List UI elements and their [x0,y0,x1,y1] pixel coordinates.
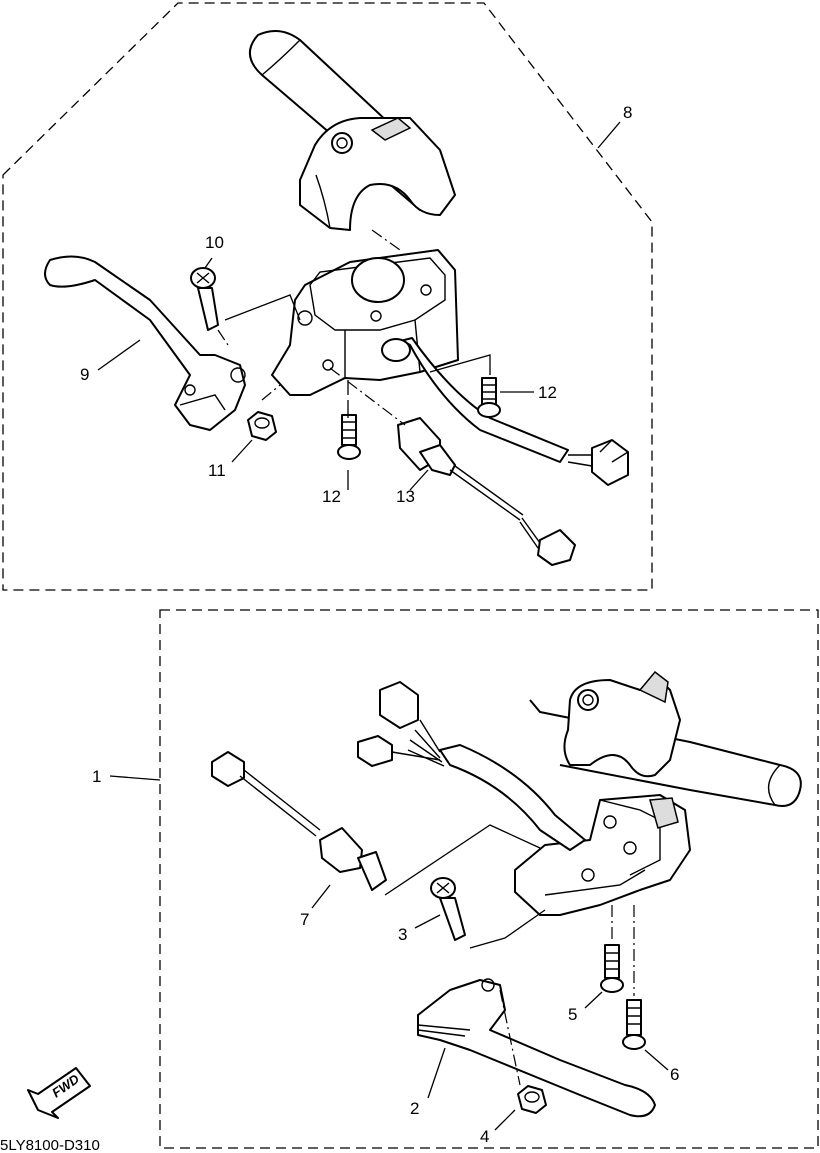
callout-12-right: 12 [538,383,557,402]
switch-13 [397,417,576,566]
assembly-8-boundary [2,2,653,591]
callout-5: 5 [568,1005,577,1024]
brake-lever-2 [417,978,656,1118]
callout-12-bottom: 12 [322,487,341,506]
callout-3: 3 [398,925,407,944]
assembly-1-boundary [159,609,819,1149]
screw-12-bottom [337,414,361,460]
clamp-lower [563,670,681,778]
screw-12-right [477,377,501,418]
screw-5 [600,944,624,993]
nut-4 [517,1085,547,1114]
clutch-lever-9 [44,255,246,431]
lever-holder-lower [514,794,691,916]
nut-11 [247,411,277,441]
callout-4: 4 [480,1127,489,1146]
callout-8: 8 [623,103,632,122]
fwd-arrow-icon: FWD [27,1067,91,1119]
pivot-bolt-10 [190,267,229,346]
drawing-code: 5LY8100-D310 [0,1137,100,1153]
pivot-bolt-3 [430,877,466,941]
callout-13: 13 [396,487,415,506]
lever-holder-upper [271,249,459,396]
callout-1: 1 [92,767,101,786]
callout-9: 9 [80,365,89,384]
callout-6: 6 [670,1065,679,1084]
callout-11: 11 [208,461,226,480]
callout-2: 2 [410,1099,419,1118]
callout-10: 10 [205,233,224,252]
callout-7: 7 [300,910,309,929]
clamp-upper [299,117,456,231]
switch-cable-upper [381,337,629,486]
switch-7 [211,751,387,891]
screw-6 [622,999,646,1050]
switch-cable-lower [357,681,586,851]
